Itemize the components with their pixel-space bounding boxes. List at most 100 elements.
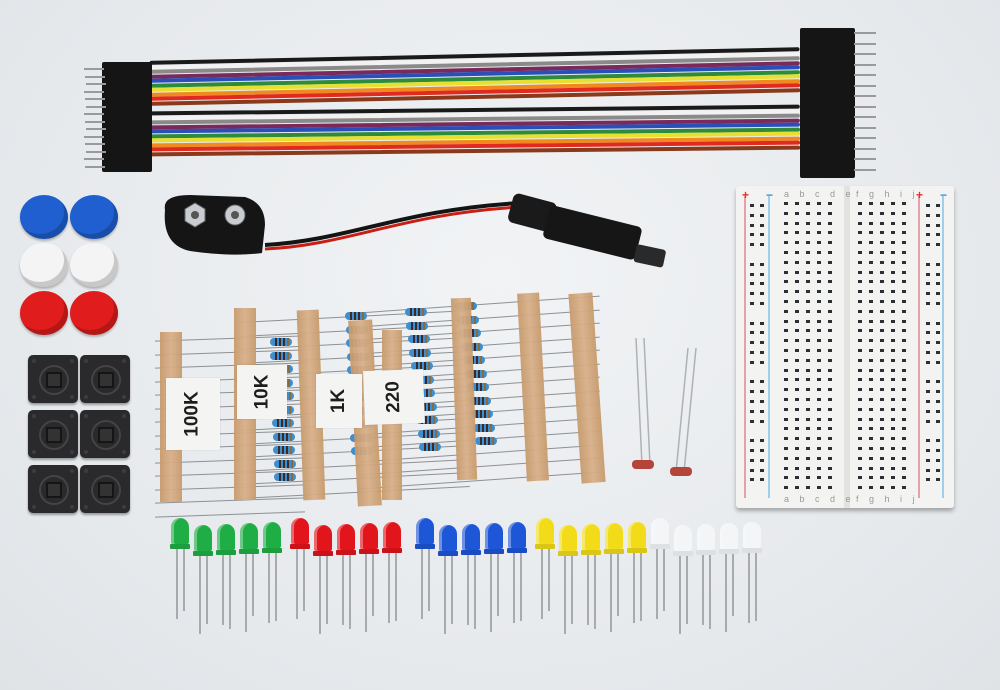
breadboard-hole (891, 260, 895, 264)
header-pin (86, 105, 106, 108)
led-rim (239, 549, 259, 554)
breadboard-hole (891, 456, 895, 460)
led-dome (383, 522, 401, 548)
breadboard-hole (902, 339, 906, 343)
led-leg (296, 549, 298, 619)
led-leg (428, 549, 430, 611)
power-rail-hole (936, 223, 940, 227)
power-rail-hole (750, 360, 754, 364)
breadboard-hole (817, 290, 821, 294)
breadboard-hole (817, 378, 821, 382)
breadboard-hole (795, 251, 799, 254)
breadboard-hole (880, 358, 884, 362)
power-rail-hole (926, 331, 930, 335)
minus-marker: − (766, 188, 774, 202)
led-leg (513, 553, 515, 623)
breadboard-hole (902, 319, 906, 323)
led-leg (176, 549, 178, 619)
breadboard-hole (828, 427, 832, 431)
led-leg (702, 555, 704, 625)
breadboard-hole (858, 211, 862, 215)
led-rim (696, 550, 716, 555)
led-leg (222, 555, 224, 625)
power-rail-hole (750, 449, 754, 452)
breadboard-hole (784, 231, 788, 235)
header-pin (86, 128, 106, 130)
breadboard-hole (858, 368, 862, 372)
breadboard-hole (869, 466, 873, 470)
breadboard-hole (817, 300, 821, 303)
header-pin (86, 83, 106, 85)
led-leg (633, 553, 635, 623)
breadboard-hole (902, 358, 906, 362)
breadboard-hole (817, 447, 821, 450)
breadboard-hole (828, 300, 832, 303)
header-pin (854, 105, 876, 108)
breadboard-hole (891, 202, 895, 205)
breadboard-hole (869, 349, 873, 352)
switch-leg-dot (122, 469, 126, 473)
breadboard-hole (817, 486, 821, 490)
power-rail-hole (936, 341, 940, 345)
power-rail-hole (926, 458, 930, 462)
power-rail-hole (926, 351, 930, 354)
power-rail-hole (750, 458, 754, 462)
led-leg (183, 549, 185, 611)
switch-ring (91, 365, 121, 395)
power-rail-hole (926, 390, 930, 394)
breadboard-hole (902, 388, 906, 392)
led-leg (686, 556, 688, 624)
breadboard-hole (784, 388, 788, 392)
breadboard-hole (869, 388, 873, 392)
breadboard-hole (891, 309, 895, 313)
led-leg (725, 554, 727, 632)
led-dome (582, 524, 600, 550)
led-dome (674, 525, 692, 551)
breadboard-hole (891, 339, 895, 343)
power-rail-hole (760, 351, 764, 354)
led-dome (171, 518, 189, 544)
led-rim (581, 550, 601, 555)
led-leg (617, 554, 619, 616)
power-rail-hole (760, 321, 764, 325)
led-rim (216, 550, 236, 555)
power-rail-hole (926, 204, 930, 207)
header-pin (85, 143, 105, 145)
led-green (239, 523, 259, 633)
breadboard-hole (891, 211, 895, 215)
power-rail-hole (760, 360, 764, 364)
header-pin (84, 158, 104, 160)
power-rail-hole (750, 400, 754, 403)
breadboard-hole (891, 466, 895, 470)
breadboard-hole (828, 398, 832, 401)
power-rail-hole (936, 302, 940, 305)
breadboard-hole (828, 417, 832, 421)
breadboard-hole (806, 417, 810, 421)
led-dome (605, 523, 623, 549)
column-labels-left: a b c d e (784, 189, 855, 199)
breadboard-hole (795, 270, 799, 274)
breadboard-hole (880, 417, 884, 421)
led-green (193, 525, 213, 635)
led-green (262, 522, 282, 632)
photoresistor (632, 337, 654, 469)
breadboard-hole (795, 407, 799, 411)
led-rim (604, 549, 624, 554)
breadboard-hole (795, 368, 799, 372)
led-leg (587, 555, 589, 625)
led-leg (594, 555, 596, 629)
breadboard-hole (891, 407, 895, 411)
breadboard-hole (858, 260, 862, 264)
switch-ring (39, 365, 69, 395)
led-dome (291, 518, 309, 544)
switch-leg-dot (122, 395, 126, 399)
breadboard-hole (880, 300, 884, 303)
switch-leg-dot (70, 395, 74, 399)
breadboard-hole (784, 319, 788, 323)
breadboard-hole (902, 231, 906, 235)
breadboard-hole (784, 270, 788, 274)
breadboard-hole (891, 290, 895, 294)
led-leg (548, 549, 550, 611)
power-rail-hole (936, 243, 940, 247)
button-cap (20, 291, 68, 335)
